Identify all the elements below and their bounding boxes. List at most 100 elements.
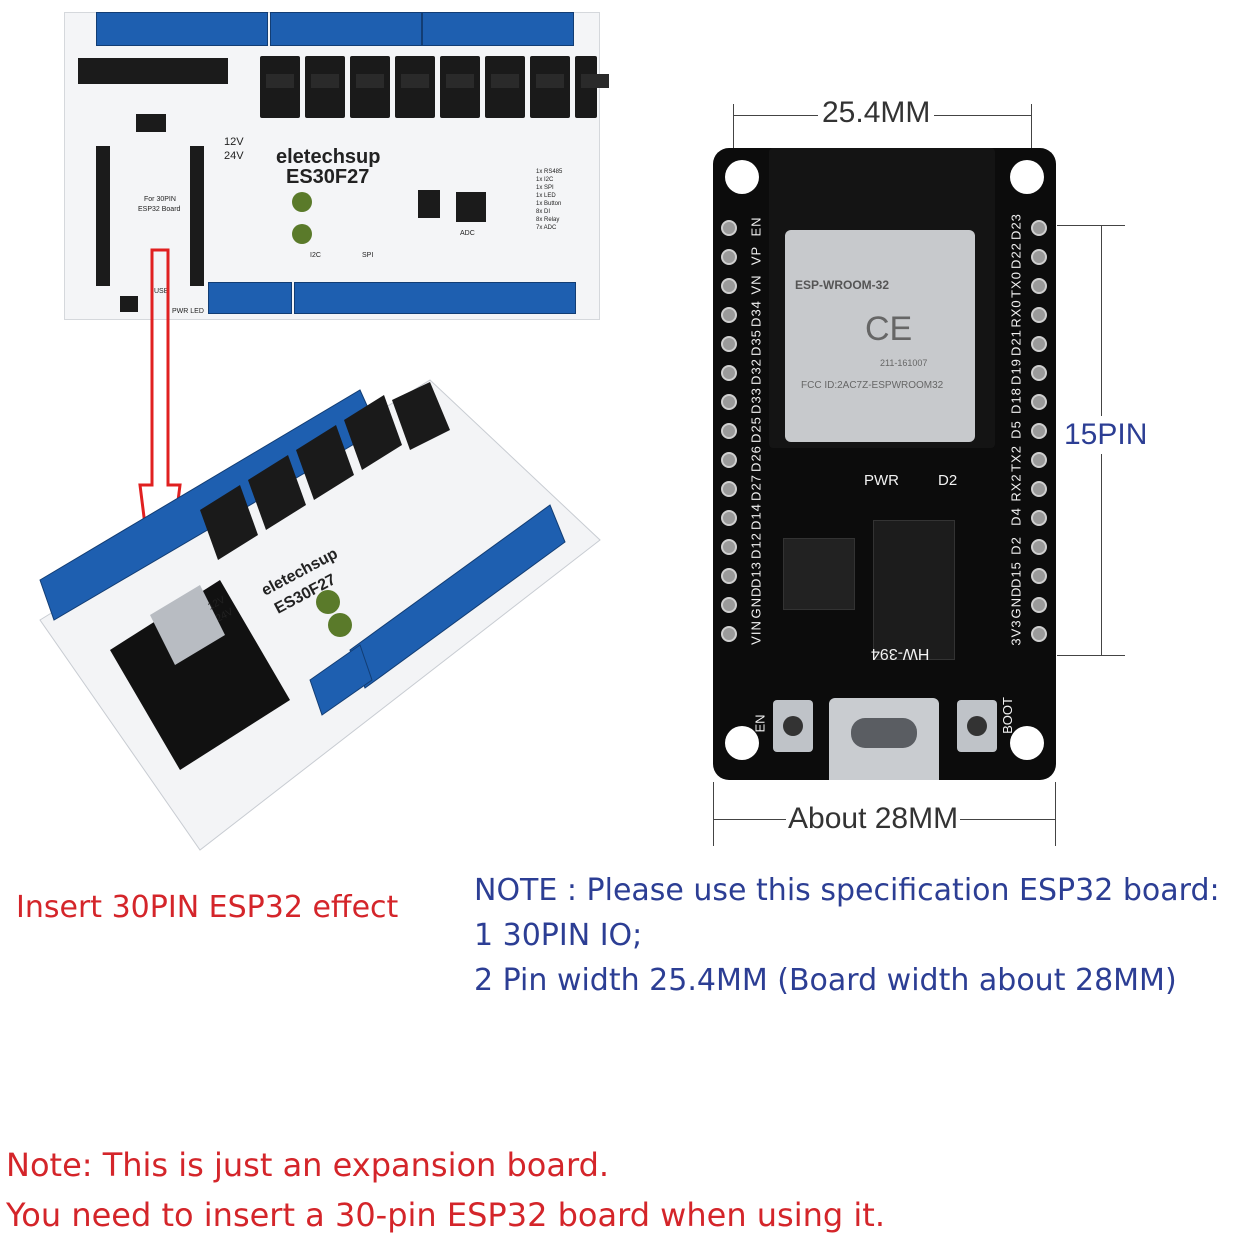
header-pin bbox=[1031, 452, 1047, 468]
feature-list: 1x RS485 1x I2C 1x SPI 1x LED 1x Button … bbox=[536, 168, 562, 232]
header-socket-right bbox=[190, 146, 204, 286]
usb-c-connector[interactable] bbox=[829, 698, 939, 780]
header-pin bbox=[1031, 568, 1047, 584]
pin-label: GND bbox=[748, 586, 764, 619]
header-pin bbox=[721, 481, 737, 497]
header-pin bbox=[721, 394, 737, 410]
en-label: EN bbox=[752, 714, 768, 733]
feature-item: 1x RS485 bbox=[536, 169, 563, 175]
brand-text: eletechsup bbox=[276, 146, 381, 168]
terminal-block-bottom-2 bbox=[294, 282, 576, 314]
board-model: HW-394 bbox=[871, 645, 930, 662]
header-pin bbox=[721, 307, 737, 323]
header-pin bbox=[1031, 365, 1047, 381]
dimension-tick-right-bottom bbox=[1055, 782, 1056, 846]
pin-label: D27 bbox=[748, 474, 764, 501]
pin-label: EN bbox=[748, 216, 764, 237]
ic-chip bbox=[418, 190, 440, 218]
pin-label: D15 bbox=[1008, 561, 1024, 588]
ic-chip bbox=[136, 114, 166, 132]
voltage-12-label: 12V bbox=[224, 136, 244, 148]
pin-label: VIN bbox=[748, 620, 764, 645]
header-pin bbox=[1031, 249, 1047, 265]
feature-item: 1x SPI bbox=[536, 185, 554, 191]
cert-number: 211-161007 bbox=[880, 358, 928, 368]
pin-label: D19 bbox=[1008, 358, 1024, 385]
dimension-tick-left-bottom bbox=[713, 782, 714, 846]
expansion-board-with-esp32-photo: eletechsup ES30F27 12V 24V bbox=[39, 379, 601, 851]
pwr-led-label: PWR bbox=[864, 472, 899, 489]
expansion-board-note: Note: This is just an expansion board. Y… bbox=[6, 1140, 885, 1240]
en-button[interactable] bbox=[773, 700, 813, 752]
inserted-esp32-module bbox=[150, 585, 225, 665]
pin-label: D14 bbox=[748, 503, 764, 530]
note-line-1: NOTE : Please use this specification ESP… bbox=[474, 873, 1220, 908]
pin-label: RX2 bbox=[1008, 473, 1024, 502]
boot-button-cap[interactable] bbox=[967, 716, 987, 736]
header-pin bbox=[1031, 481, 1047, 497]
mount-hole bbox=[1010, 160, 1044, 194]
terminal-block-top-1 bbox=[96, 12, 268, 46]
relay bbox=[440, 56, 480, 118]
header-pin bbox=[1031, 394, 1047, 410]
header-pin bbox=[1031, 336, 1047, 352]
header-pin bbox=[721, 539, 737, 555]
ce-mark-icon: CE bbox=[865, 310, 913, 348]
pin-width-dimension: 25.4MM bbox=[818, 96, 935, 130]
capacitor bbox=[316, 590, 340, 614]
header-pin bbox=[721, 220, 737, 236]
feature-item: 7x ADC bbox=[536, 225, 557, 231]
header-pin bbox=[721, 278, 737, 294]
voltage-24-label: 24V bbox=[224, 150, 244, 162]
header-pin bbox=[721, 510, 737, 526]
ic-chip bbox=[456, 192, 486, 222]
voltage-regulator bbox=[783, 538, 855, 610]
mount-hole bbox=[1010, 726, 1044, 760]
header-pin bbox=[721, 568, 737, 584]
pin-label: D35 bbox=[748, 329, 764, 356]
boot-button[interactable] bbox=[957, 700, 997, 752]
d2-led-label: D2 bbox=[938, 472, 958, 489]
pin-label: TX0 bbox=[1008, 271, 1024, 298]
header-pin bbox=[1031, 626, 1047, 642]
relay bbox=[260, 56, 300, 118]
dimension-tick-top bbox=[1057, 225, 1125, 226]
pin-label: D21 bbox=[1008, 329, 1024, 356]
pin-label: 3V3 bbox=[1008, 619, 1024, 646]
board-width-dimension: About 28MM bbox=[786, 802, 961, 836]
pin-label: D25 bbox=[748, 416, 764, 443]
usb-c-port[interactable] bbox=[851, 718, 917, 748]
pin-label: D12 bbox=[748, 532, 764, 559]
specification-note: NOTE : Please use this specification ESP… bbox=[474, 868, 1220, 1003]
pin-label: GND bbox=[1008, 586, 1024, 619]
header-pin bbox=[1031, 597, 1047, 613]
pin-label: RX0 bbox=[1008, 299, 1024, 328]
header-pin bbox=[1031, 510, 1047, 526]
header-pin bbox=[721, 597, 737, 613]
header-pin bbox=[721, 365, 737, 381]
bottom-note-line-2: You need to insert a 30-pin ESP32 board … bbox=[6, 1196, 885, 1234]
feature-item: 1x Button bbox=[536, 201, 562, 207]
header-pin bbox=[721, 336, 737, 352]
header-pin bbox=[1031, 278, 1047, 294]
i2c-label: I2C bbox=[310, 252, 321, 259]
esp-slot-label-2: ESP32 Board bbox=[138, 206, 181, 213]
pin-label: D32 bbox=[748, 358, 764, 385]
pin-label: TX2 bbox=[1008, 445, 1024, 472]
header-pin bbox=[1031, 220, 1047, 236]
terminal-block-top-3 bbox=[422, 12, 574, 46]
header-socket-left bbox=[96, 146, 110, 286]
header-pin bbox=[721, 452, 737, 468]
pin-count-dimension: 15PIN bbox=[1064, 416, 1148, 454]
relays bbox=[200, 382, 450, 560]
terminal-block-bottom-1 bbox=[208, 282, 292, 314]
pin-label: VN bbox=[748, 274, 764, 295]
en-button-cap[interactable] bbox=[783, 716, 803, 736]
bottom-note-line-1: Note: This is just an expansion board. bbox=[6, 1146, 610, 1184]
fcc-id: FCC ID:2AC7Z-ESPWROOM32 bbox=[801, 380, 944, 391]
note-line-3: 2 Pin width 25.4MM (Board width about 28… bbox=[474, 963, 1177, 998]
header-pin bbox=[721, 249, 737, 265]
pin-label: D13 bbox=[748, 561, 764, 588]
pin-label: D22 bbox=[1008, 242, 1024, 269]
pin-label: D4 bbox=[1008, 507, 1024, 526]
